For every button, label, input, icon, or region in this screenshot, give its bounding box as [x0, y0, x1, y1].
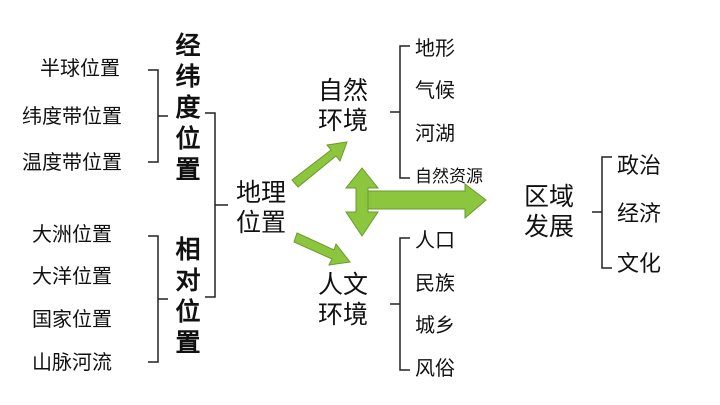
natural-item: 河湖	[415, 121, 455, 145]
natural-item: 气候	[415, 78, 455, 102]
bracket-region	[592, 156, 612, 269]
relative-item: 大洋位置	[32, 264, 112, 288]
natural-item: 地形	[415, 36, 455, 60]
absolute-position-label: 经纬度位置	[175, 31, 201, 184]
bracket-human	[390, 237, 410, 371]
region-item: 经济	[617, 202, 662, 227]
natural-item: 自然资源	[415, 167, 483, 187]
absolute-item: 半球位置	[40, 56, 120, 80]
bracket-absolute	[148, 69, 168, 163]
relative-item: 山脉河流	[32, 350, 112, 374]
human-environment-label: 人文环境	[318, 270, 369, 329]
arrow-to-human	[293, 232, 351, 266]
region-item: 政治	[617, 154, 662, 179]
region-item: 文化	[617, 252, 662, 277]
arrow-to-region	[367, 182, 487, 220]
human-item: 人口	[415, 228, 455, 252]
geographic-position-label: 地理位置	[236, 178, 287, 237]
relative-position-label: 相对位置	[175, 235, 201, 357]
human-item: 民族	[415, 271, 455, 295]
human-item: 风俗	[415, 356, 455, 380]
regional-development-label: 区域发展	[524, 182, 575, 241]
bracket-natural	[390, 45, 410, 179]
absolute-item: 纬度带位置	[22, 104, 122, 128]
double-arrow-vertical	[344, 167, 380, 237]
relative-item: 国家位置	[32, 307, 112, 331]
bracket-position	[205, 112, 228, 298]
relative-item: 大洲位置	[32, 222, 112, 246]
absolute-item: 温度带位置	[22, 150, 122, 174]
human-item: 城乡	[415, 313, 455, 337]
arrow-to-natural	[291, 141, 348, 188]
natural-environment-label: 自然环境	[318, 76, 369, 135]
bracket-relative	[148, 235, 168, 363]
